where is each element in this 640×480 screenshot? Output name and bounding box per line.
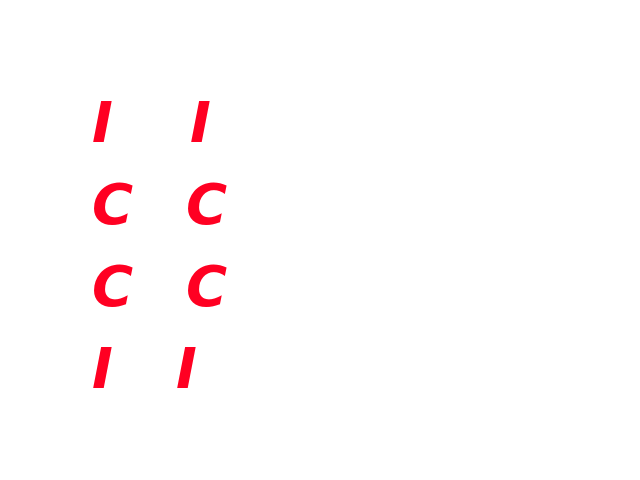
letter-row-1-left: I: [92, 91, 113, 156]
letter-row-2-right: C: [186, 173, 228, 238]
letter-row-4-left: I: [92, 337, 113, 402]
letter-row-2-left: C: [92, 173, 134, 238]
letter-row-1-right: I: [190, 91, 211, 156]
letter-row-3-right: C: [186, 255, 228, 320]
letter-row-3-left: C: [92, 255, 134, 320]
letter-row-4-right: I: [176, 337, 197, 402]
